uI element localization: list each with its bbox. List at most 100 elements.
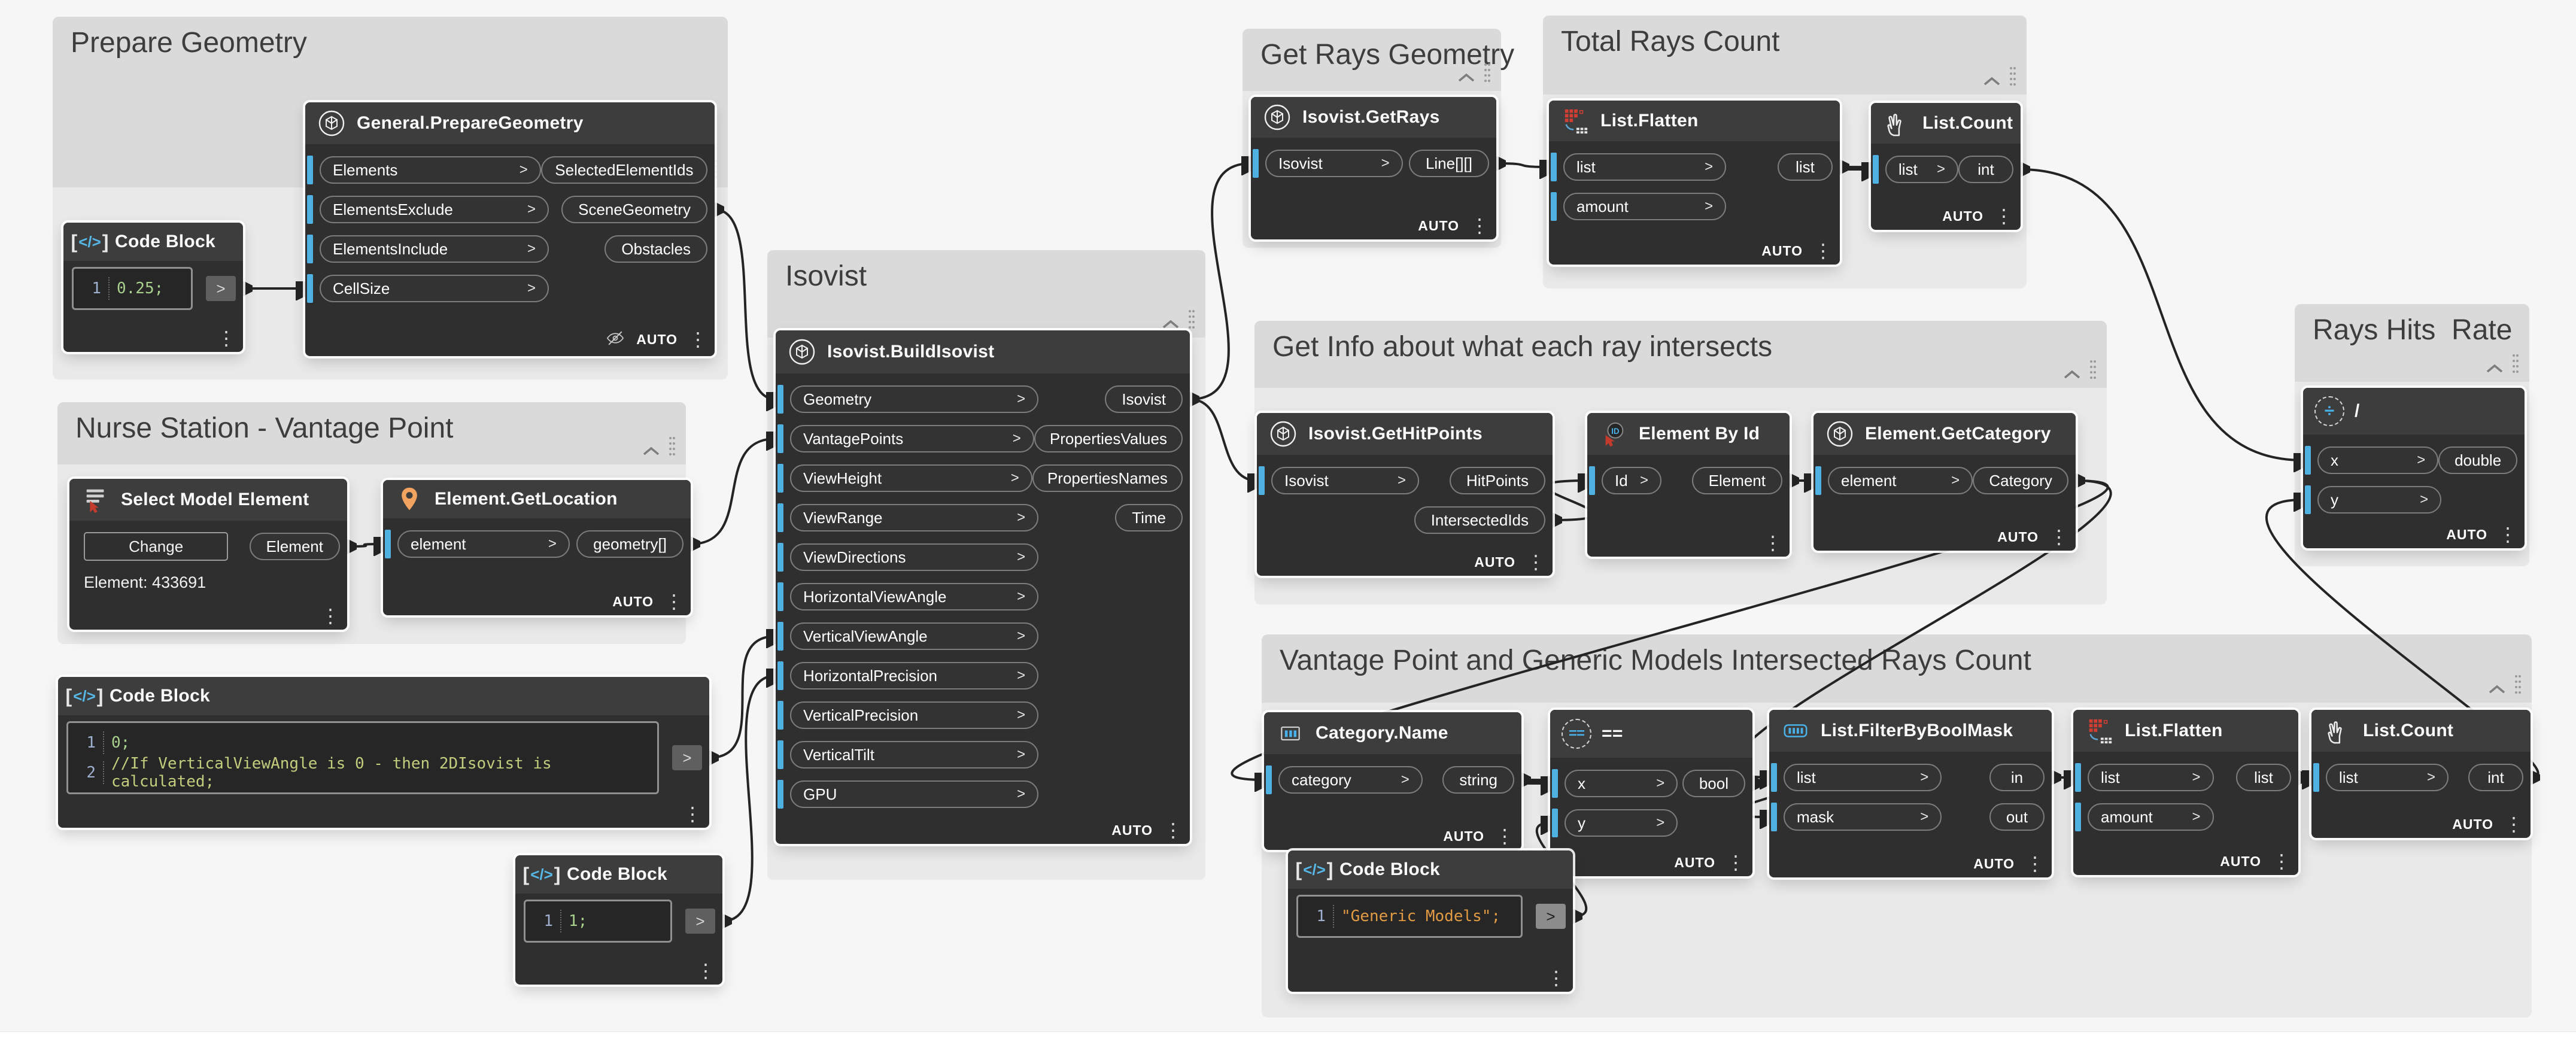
group-header[interactable]: Get Info about what each ray intersects <box>1254 321 2107 388</box>
lacing-badge[interactable]: AUTO <box>1418 218 1459 234</box>
output-port-out[interactable]: out <box>1989 803 2045 831</box>
isovist-gethitpoints[interactable]: Isovist.GetHitPoints Isovist > HitPoints… <box>1257 413 1553 576</box>
input-port-VantagePoints[interactable]: VantagePoints > <box>790 425 1034 452</box>
input-port-ViewRange[interactable]: ViewRange > <box>790 504 1039 531</box>
node-header[interactable]: [</>]Code Block <box>1288 850 1573 889</box>
lacing-badge[interactable]: AUTO <box>1997 529 2039 545</box>
output-port-list[interactable]: list <box>1778 153 1833 181</box>
group-header[interactable]: Get Rays Geometry <box>1243 29 1514 91</box>
output-port-IntersectedIds[interactable]: IntersectedIds <box>1414 506 1545 534</box>
collapse-chevron-icon[interactable] <box>1982 76 2001 90</box>
lacing-badge[interactable]: AUTO <box>1443 828 1484 845</box>
list-flatten-total[interactable]: List.Flatten list > list amount >AUTO⋮ <box>1549 101 1840 265</box>
input-port-list[interactable]: list > <box>1563 153 1727 181</box>
output-port-HitPoints[interactable]: HitPoints <box>1449 467 1545 494</box>
node-menu-dots[interactable]: ⋮ <box>1763 532 1782 554</box>
code-block-generic-models[interactable]: [</>]Code Block 1 "Generic Models"; > ⋮ <box>1288 850 1573 992</box>
wire[interactable] <box>722 676 776 921</box>
group-header[interactable]: Nurse Station - Vantage Point <box>57 402 686 464</box>
input-port-list[interactable]: list > <box>1784 764 1942 791</box>
input-port-y[interactable]: y > <box>1565 809 1678 837</box>
node-menu-dots[interactable]: ⋮ <box>1994 205 2013 227</box>
select-model-element[interactable]: Select Model Element Change Element Elem… <box>69 479 347 630</box>
wire[interactable] <box>709 636 776 758</box>
group-header[interactable]: Rays Hits Rate <box>2295 304 2529 382</box>
node-header[interactable]: Element.GetCategory <box>1813 413 2076 455</box>
collapse-chevron-icon[interactable] <box>1161 319 1180 333</box>
node-menu-dots[interactable]: ⋮ <box>1813 240 1833 262</box>
lacing-badge[interactable]: AUTO <box>636 332 678 347</box>
input-port-x[interactable]: x > <box>2317 446 2439 474</box>
output-port-SelectedElementIds[interactable]: SelectedElementIds <box>540 156 707 184</box>
node-header[interactable]: Isovist.GetHitPoints <box>1257 413 1553 455</box>
group-drag-handle-icon[interactable] <box>2009 65 2017 90</box>
input-port-GPU[interactable]: GPU > <box>790 780 1039 808</box>
output-port-bool[interactable]: bool <box>1682 770 1745 797</box>
code-editor[interactable]: 1 0.25; <box>72 267 193 310</box>
output-port-Isovist[interactable]: Isovist <box>1105 385 1183 413</box>
lacing-badge[interactable]: AUTO <box>2446 527 2487 543</box>
input-port-Id[interactable]: Id > <box>1602 467 1661 494</box>
output-port-SceneGeometry[interactable]: SceneGeometry <box>561 196 707 223</box>
equals-node[interactable]: ==== x > bool y >AUTO⋮ <box>1550 710 1752 876</box>
output-port-Category[interactable]: Category <box>1973 467 2068 494</box>
node-menu-dots[interactable]: ⋮ <box>688 329 707 351</box>
isovist-getrays[interactable]: Isovist.GetRays Isovist > Line[][]AUTO⋮ <box>1251 97 1496 239</box>
lacing-badge[interactable]: AUTO <box>1474 554 1515 570</box>
prepare-geometry-node[interactable]: General.PrepareGeometry Elements > Selec… <box>305 102 715 356</box>
input-port-VerticalViewAngle[interactable]: VerticalViewAngle > <box>790 622 1039 650</box>
input-port-Elements[interactable]: Elements > <box>320 156 541 184</box>
code-block-vertical-angle[interactable]: [</>]Code Block 1 0; 2 //If VerticalView… <box>58 677 709 828</box>
lacing-badge[interactable]: AUTO <box>2220 853 2261 870</box>
node-header[interactable]: General.PrepareGeometry <box>305 102 715 144</box>
input-port-list[interactable]: list > <box>2326 764 2449 791</box>
input-port-HorizontalPrecision[interactable]: HorizontalPrecision > <box>790 662 1039 689</box>
node-header[interactable]: ==== <box>1550 710 1752 758</box>
lacing-badge[interactable]: AUTO <box>2452 816 2493 833</box>
wire[interactable] <box>347 544 383 546</box>
output-port-int[interactable]: int <box>2468 764 2523 791</box>
node-menu-dots[interactable]: ⋮ <box>696 960 715 982</box>
input-port-amount[interactable]: amount > <box>1563 193 1727 220</box>
change-button[interactable]: Change <box>84 532 229 561</box>
output-port-in[interactable]: in <box>1989 764 2045 791</box>
node-header[interactable]: [</>]Code Block <box>58 677 709 715</box>
input-port-element[interactable]: element > <box>397 530 570 558</box>
node-header[interactable]: List.Count <box>2311 710 2531 752</box>
node-header[interactable]: List.FilterByBoolMask <box>1769 710 2052 752</box>
node-menu-dots[interactable]: ⋮ <box>217 327 236 350</box>
wire[interactable] <box>1231 481 2109 780</box>
node-header[interactable]: Select Model Element <box>69 479 347 521</box>
node-menu-dots[interactable]: ⋮ <box>1495 825 1514 847</box>
input-port-mask[interactable]: mask > <box>1784 803 1942 831</box>
wire[interactable] <box>1496 163 1549 167</box>
wire[interactable] <box>1190 399 1257 481</box>
input-port-ViewDirections[interactable]: ViewDirections > <box>790 543 1039 571</box>
input-port-Isovist[interactable]: Isovist > <box>1271 467 1419 494</box>
node-menu-dots[interactable]: ⋮ <box>321 605 340 627</box>
input-port-VerticalPrecision[interactable]: VerticalPrecision > <box>790 701 1039 729</box>
output-port-PropertiesValues[interactable]: PropertiesValues <box>1034 425 1183 452</box>
wire[interactable] <box>715 209 776 399</box>
group-drag-handle-icon[interactable] <box>668 435 676 460</box>
wire[interactable] <box>691 439 776 544</box>
divide-node[interactable]: ÷/ x > double y >AUTO⋮ <box>2303 388 2525 548</box>
input-port-ElementsInclude[interactable]: ElementsInclude > <box>320 235 549 263</box>
output-port-PropertiesNames[interactable]: PropertiesNames <box>1032 464 1183 492</box>
lacing-badge[interactable]: AUTO <box>1111 822 1153 839</box>
input-port-ViewHeight[interactable]: ViewHeight > <box>790 464 1032 492</box>
code-editor[interactable]: 1 0; 2 //If VerticalViewAngle is 0 - the… <box>66 721 659 794</box>
group-header[interactable]: Isovist <box>767 250 1205 338</box>
node-menu-dots[interactable]: ⋮ <box>2504 813 2523 836</box>
node-header[interactable]: Category.Name <box>1264 712 1521 754</box>
element-getlocation[interactable]: Element.GetLocation element > geometry[]… <box>383 480 691 615</box>
list-flatten-bottom[interactable]: List.Flatten list > list amount >AUTO⋮ <box>2073 710 2298 875</box>
node-header[interactable]: [</>]Code Block <box>515 855 722 894</box>
output-port-list[interactable]: list <box>2236 764 2291 791</box>
output-port-int[interactable]: int <box>1958 156 2013 183</box>
node-header[interactable]: [</>]Code Block <box>63 223 243 261</box>
